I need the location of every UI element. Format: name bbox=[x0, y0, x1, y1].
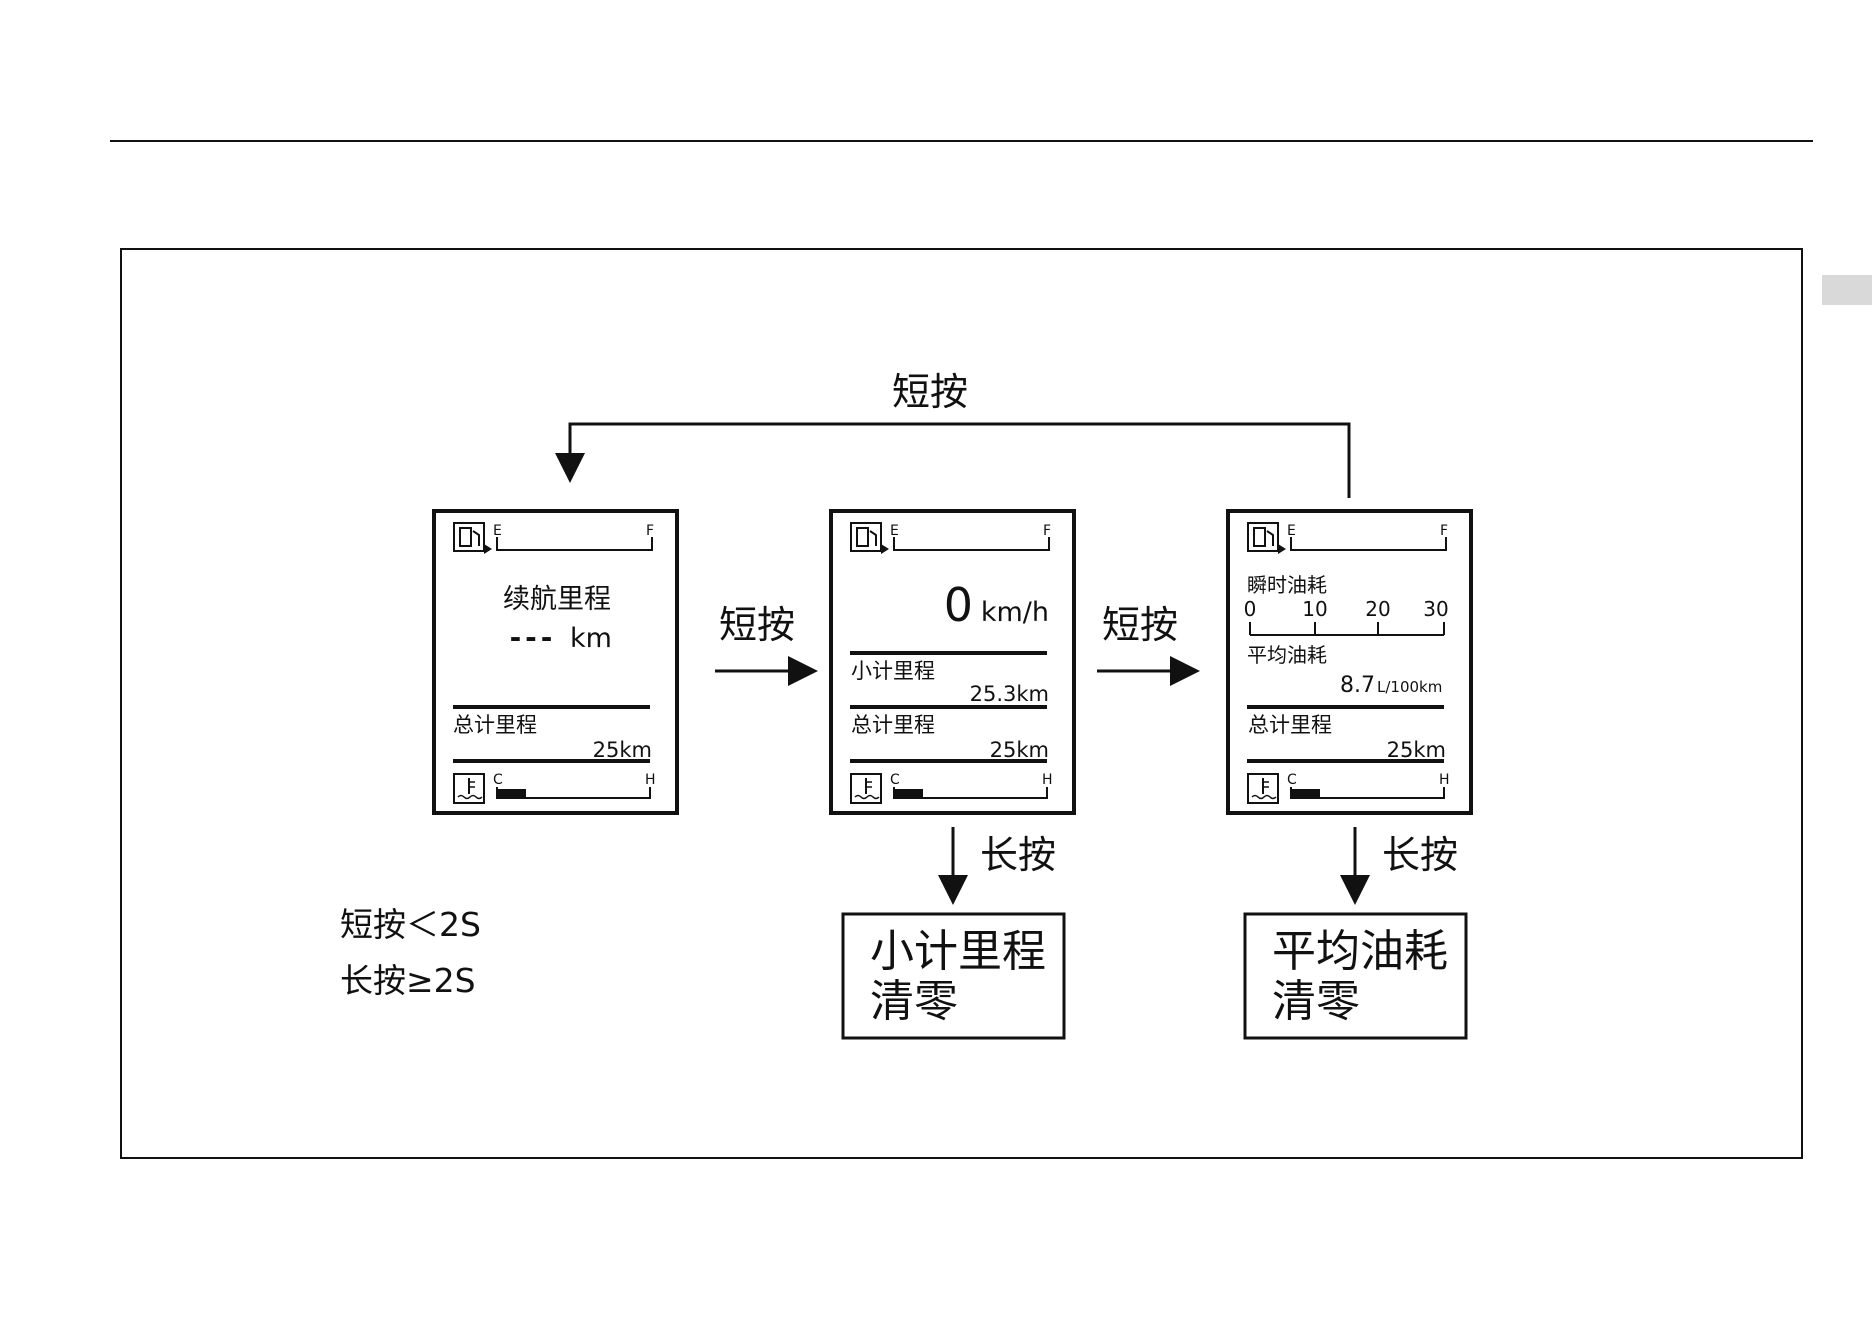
avg-consumption-value: 8.7 bbox=[1340, 673, 1375, 698]
result-avg-reset: 平均油耗 清零 bbox=[1245, 914, 1466, 1038]
odometer-value: 25km bbox=[1387, 738, 1446, 762]
result-trip-reset-line2: 清零 bbox=[870, 976, 958, 1027]
panel-range: E F 续航里程 --- km 总计里程 25km C H bbox=[434, 511, 677, 813]
temp-gauge-fill bbox=[894, 789, 923, 798]
temp-cold-mark: C bbox=[890, 772, 900, 788]
avg-consumption-label: 平均油耗 bbox=[1247, 643, 1327, 667]
odometer-value: 25km bbox=[990, 738, 1049, 762]
temp-gauge-fill bbox=[1291, 789, 1320, 798]
range-title: 续航里程 bbox=[503, 584, 611, 615]
scale-tick-label: 0 bbox=[1244, 597, 1257, 621]
result-avg-reset-line2: 清零 bbox=[1272, 976, 1360, 1027]
trip-value: 25.3km bbox=[970, 682, 1049, 706]
instant-consumption-label: 瞬时油耗 bbox=[1247, 573, 1327, 597]
fuel-empty-mark: E bbox=[1287, 523, 1296, 539]
result-trip-reset-line1: 小计里程 bbox=[870, 926, 1046, 977]
fuel-full-mark: F bbox=[1440, 523, 1448, 539]
fuel-full-mark: F bbox=[1043, 523, 1051, 539]
temp-gauge-fill bbox=[497, 789, 526, 798]
panel-speed: E F 0 km/h 小计里程 25.3km 总计里程 25km C H bbox=[831, 511, 1074, 813]
speed-value: 0 bbox=[944, 578, 973, 632]
legend-short-press: 短按＜2S bbox=[340, 905, 481, 944]
temp-hot-mark: H bbox=[645, 772, 656, 788]
avg-consumption-unit: L/100km bbox=[1377, 678, 1442, 696]
fuel-full-mark: F bbox=[646, 523, 654, 539]
fuel-empty-mark: E bbox=[493, 523, 502, 539]
temp-cold-mark: C bbox=[1287, 772, 1297, 788]
result-avg-reset-line1: 平均油耗 bbox=[1272, 926, 1448, 977]
range-unit: km bbox=[570, 623, 612, 654]
odometer-label: 总计里程 bbox=[1248, 713, 1332, 737]
short-press-label-2: 短按 bbox=[1102, 603, 1178, 647]
panel-fuel-consumption: E F 瞬时油耗 0 10 20 30 平均油耗 8.7 L/100km 总计里… bbox=[1228, 511, 1471, 813]
scale-tick-label: 30 bbox=[1423, 597, 1448, 621]
odometer-value: 25km bbox=[593, 738, 652, 762]
short-press-label-1: 短按 bbox=[719, 603, 795, 647]
range-value: --- bbox=[510, 621, 557, 654]
odometer-label: 总计里程 bbox=[851, 713, 935, 737]
odometer-label: 总计里程 bbox=[453, 713, 537, 737]
speed-unit: km/h bbox=[981, 597, 1049, 628]
fuel-empty-mark: E bbox=[890, 523, 899, 539]
loop-arrow bbox=[570, 424, 1349, 498]
scale-tick-label: 10 bbox=[1302, 597, 1327, 621]
loop-short-press-label: 短按 bbox=[892, 370, 968, 414]
temp-cold-mark: C bbox=[493, 772, 503, 788]
scale-tick-label: 20 bbox=[1365, 597, 1390, 621]
trip-label: 小计里程 bbox=[851, 659, 935, 683]
legend-long-press: 长按≥2S bbox=[340, 961, 476, 1000]
long-press-label-trip: 长按 bbox=[980, 833, 1056, 877]
result-trip-reset: 小计里程 清零 bbox=[843, 914, 1064, 1038]
temp-hot-mark: H bbox=[1042, 772, 1053, 788]
long-press-label-avg: 长按 bbox=[1382, 833, 1458, 877]
temp-hot-mark: H bbox=[1439, 772, 1450, 788]
